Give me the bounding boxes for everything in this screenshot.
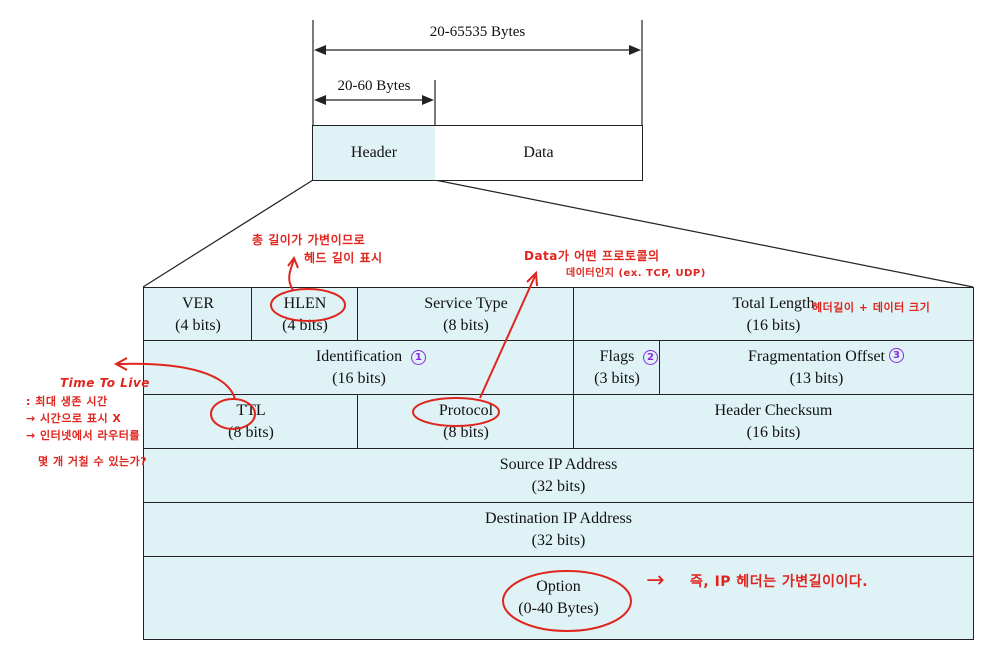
field-ver-bits: (4 bits)	[175, 316, 221, 334]
protocol-circle	[412, 397, 500, 427]
field-fragmentation-offset-bits: (13 bits)	[789, 370, 844, 387]
header-segment: Header	[312, 125, 436, 181]
field-total-length-bits: (16 bits)	[746, 316, 801, 334]
field-identification-bits: (16 bits)	[332, 370, 386, 387]
option-note: 즉, IP 헤더는 가변길이이다.	[690, 574, 869, 590]
data-segment: Data	[435, 125, 643, 181]
field-fragmentation-offset-name: Fragmentation Offset	[747, 348, 885, 365]
protocol-note-line1: Data가 어떤 프로토콜의	[524, 249, 660, 263]
field-total-length-name: Total Length	[732, 294, 815, 312]
field-header-checksum-name: Header Checksum	[714, 402, 833, 419]
header-range-label: 20-60 Bytes	[337, 78, 411, 94]
field-option-name: Option	[536, 578, 581, 595]
option-arrow: →	[646, 568, 665, 593]
field-destination-ip: Destination IP Address (32 bits)	[143, 502, 974, 558]
field-option: Option (0-40 Bytes)	[143, 556, 974, 640]
field-hlen-name: HLEN	[283, 294, 327, 312]
field-ver-name: VER	[182, 294, 214, 312]
total-length-note: 헤더길이 + 데이터 크기	[812, 301, 931, 314]
hlen-note-line1: 총 길이가 가변이므로	[252, 233, 366, 247]
number-badge-1: 1	[411, 350, 426, 365]
field-service-type-bits: (8 bits)	[443, 316, 489, 334]
field-header-checksum-bits: (16 bits)	[746, 424, 801, 441]
ttl-note-line2: → 시간으로 표시 X	[26, 412, 122, 425]
field-identification-name: Identification	[315, 348, 403, 365]
field-protocol: Protocol (8 bits)	[357, 394, 575, 450]
number-badge-3: 3	[889, 348, 904, 363]
header-segment-label: Header	[350, 144, 398, 161]
field-fragmentation-offset: Fragmentation Offset (13 bits)	[659, 340, 974, 396]
ttl-note-line1: : 최대 생존 시간	[26, 395, 108, 408]
field-protocol-name: Protocol	[438, 402, 494, 419]
field-option-bits: (0-40 Bytes)	[518, 600, 599, 617]
data-segment-label: Data	[523, 144, 554, 161]
ttl-note-title: Time To Live	[60, 376, 150, 390]
field-protocol-bits: (8 bits)	[443, 424, 489, 441]
field-source-ip-bits: (32 bits)	[531, 478, 586, 495]
ttl-circle	[210, 398, 256, 430]
field-destination-ip-bits: (32 bits)	[531, 532, 586, 549]
field-flags-bits: (3 bits)	[594, 370, 640, 387]
protocol-arrow	[479, 275, 536, 399]
field-flags-name: Flags	[599, 348, 635, 365]
hlen-note-line2: 헤드 길이 표시	[304, 251, 383, 265]
field-total-length: Total Length (16 bits)	[573, 287, 974, 342]
hlen-arrow	[288, 259, 295, 291]
hlen-circle	[270, 288, 346, 322]
ttl-arrow	[117, 362, 236, 400]
number-badge-2: 2	[643, 350, 658, 365]
total-range-label: 20-65535 Bytes	[429, 24, 526, 40]
field-source-ip-name: Source IP Address	[499, 456, 618, 473]
field-service-type-name: Service Type	[424, 294, 508, 312]
protocol-note-line2: 데이터인지 (ex. TCP, UDP)	[566, 268, 706, 279]
field-ver: VER (4 bits)	[143, 287, 253, 342]
option-circle	[502, 570, 632, 632]
field-ttl-name: TTL	[236, 402, 266, 419]
ttl-note-line3: → 인터넷에서 라우터를	[26, 429, 140, 442]
field-header-checksum: Header Checksum (16 bits)	[573, 394, 974, 450]
ttl-note-line4: 몇 개 거칠 수 있는가?	[38, 455, 148, 468]
field-hlen: HLEN (4 bits)	[251, 287, 359, 342]
field-destination-ip-name: Destination IP Address	[485, 510, 632, 527]
